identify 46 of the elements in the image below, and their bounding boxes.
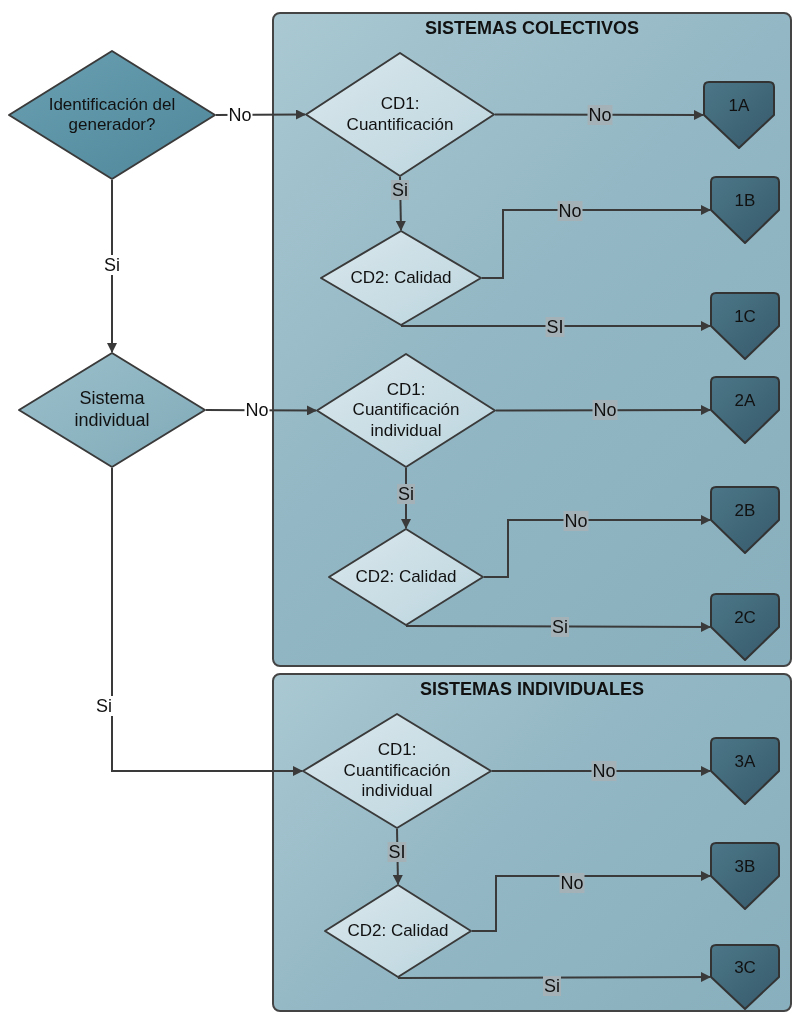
arrow (481, 205, 711, 279)
group-title: SISTEMAS COLECTIVOS (425, 18, 639, 39)
connector-label: 2B (734, 500, 756, 522)
arrow (495, 405, 711, 415)
edge-label: No (591, 761, 617, 781)
edge-label: No (592, 400, 618, 420)
edge-label: Si (95, 696, 113, 716)
arrow (471, 871, 711, 932)
connector-label: 1C (734, 306, 756, 328)
connector-label: 2A (734, 390, 756, 412)
arrow (405, 621, 711, 632)
edge-label: SI (387, 842, 407, 862)
edge-label: SI (545, 317, 565, 337)
connector-label: 3A (734, 751, 756, 773)
decision-text: CD1: Cuantificación (345, 94, 455, 135)
connector-label: 1A (728, 95, 750, 117)
decision-text: CD1: Cuantificación individual (351, 379, 461, 442)
edge-label: No (559, 873, 585, 893)
connector-label: 3C (734, 957, 756, 979)
edge-label: No (563, 511, 589, 531)
decision-text: Sistema individual (73, 388, 151, 432)
arrow (400, 321, 711, 331)
decision-text: CD2: Calidad (355, 566, 457, 588)
connector-label: 1B (734, 190, 756, 212)
decision-text: CD2: Calidad (347, 920, 449, 942)
edge-label: No (557, 201, 583, 221)
arrow (397, 972, 711, 983)
arrow (483, 515, 711, 578)
arrow (111, 467, 303, 776)
decision-text: Identificación del generador? (47, 94, 177, 136)
edge-label: Si (391, 180, 409, 200)
edge-label: No (587, 105, 613, 125)
connector-label: 3B (734, 856, 756, 878)
edge-label: Si (543, 976, 561, 996)
arrow (494, 110, 704, 120)
edge-label: Si (103, 255, 121, 275)
edge-label: Si (551, 617, 569, 637)
group-panel (272, 673, 792, 1012)
edge-label: Si (397, 484, 415, 504)
decision-text: CD2: Calidad (350, 267, 452, 289)
group-title: SISTEMAS INDIVIDUALES (420, 679, 644, 700)
group-panel (272, 12, 792, 667)
decision-text: CD1: Cuantificación individual (342, 740, 452, 802)
arrow (107, 179, 117, 353)
connector-label: 2C (734, 607, 756, 629)
arrow (491, 766, 711, 776)
